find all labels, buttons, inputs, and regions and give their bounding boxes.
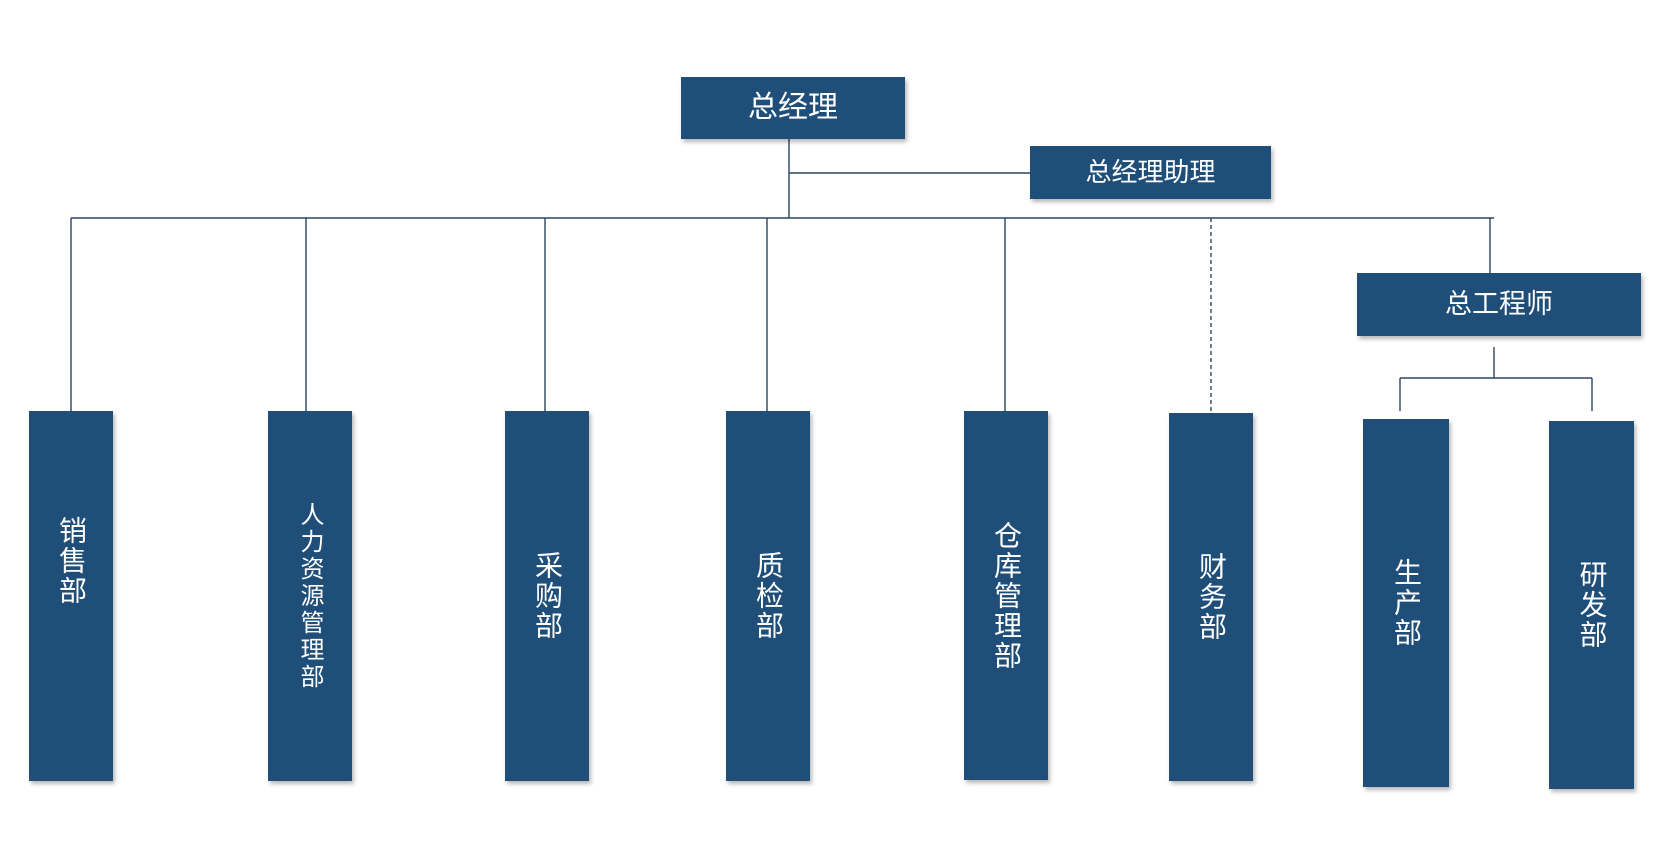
node-quality-dept-label: 质检部: [752, 551, 785, 641]
node-purchasing-dept: 采购部: [505, 411, 589, 781]
node-chief-engineer: 总工程师: [1357, 273, 1641, 336]
node-warehouse-dept-label: 仓库管理部: [990, 520, 1023, 671]
node-production-dept-label: 生产部: [1390, 558, 1423, 648]
node-chief-engineer-label: 总工程师: [1445, 289, 1553, 320]
node-quality-dept: 质检部: [726, 411, 810, 781]
node-gm-assistant-label: 总经理助理: [1085, 157, 1216, 188]
node-hr-dept: 人力资源管理部: [268, 411, 352, 781]
node-gm-assistant: 总经理助理: [1030, 146, 1271, 199]
node-hr-dept-label: 人力资源管理部: [296, 501, 324, 691]
node-finance-dept-label: 财务部: [1195, 552, 1228, 642]
node-production-dept: 生产部: [1363, 419, 1449, 787]
node-sales-dept: 销售部: [29, 411, 113, 781]
node-purchasing-dept-label: 采购部: [531, 551, 564, 641]
node-general-manager-label: 总经理: [748, 90, 838, 125]
node-sales-dept-label: 销售部: [55, 516, 88, 606]
node-general-manager: 总经理: [681, 77, 905, 139]
node-rnd-dept-label: 研发部: [1575, 560, 1609, 650]
node-warehouse-dept: 仓库管理部: [964, 411, 1048, 780]
node-finance-dept: 财务部: [1169, 413, 1253, 781]
node-rnd-dept: 研发部: [1549, 421, 1634, 789]
